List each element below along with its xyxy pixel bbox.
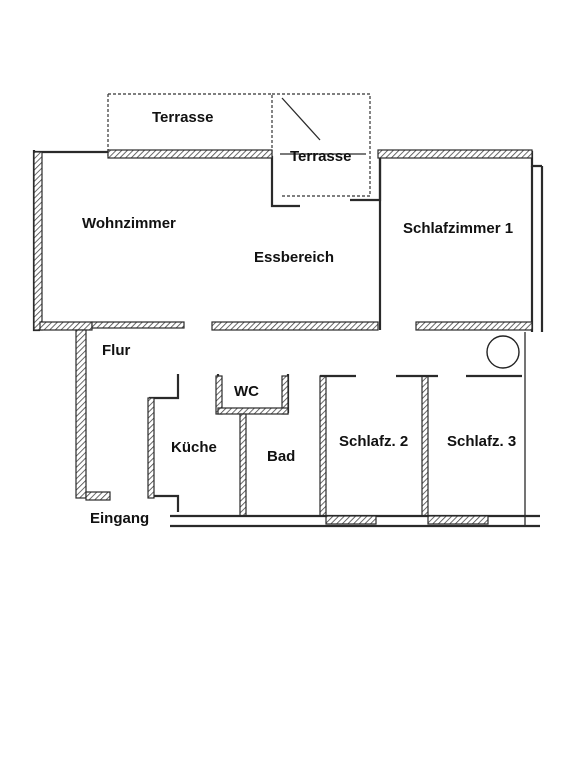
bedroom2-left-wall (319, 375, 327, 517)
right-wall (530, 166, 544, 332)
top-wall-hatch-right (377, 149, 533, 159)
bottom-wall-hatch-1 (325, 515, 377, 525)
corridor-wall-4 (415, 321, 533, 331)
label-eingang: Eingang (90, 510, 149, 527)
bottom-wall-hatch-2 (427, 515, 489, 525)
label-bad: Bad (267, 448, 295, 465)
corridor-wall-3 (211, 321, 379, 331)
corridor-wall-1 (39, 321, 93, 331)
entrance-wall (85, 491, 111, 501)
label-wc: WC (234, 383, 259, 400)
label-schlafz3: Schlafz. 3 (447, 433, 516, 450)
top-wall-hatch (107, 149, 273, 159)
left-wall-hatch (33, 151, 43, 331)
top-wall (34, 150, 542, 208)
corridor-wall-2 (91, 321, 185, 329)
terrace-left-outline (107, 93, 273, 156)
terrace-right-outline (272, 93, 371, 197)
label-schlafzimmer1: Schlafzimmer 1 (403, 220, 513, 237)
bath-left-wall (239, 413, 247, 517)
label-schlafz2: Schlafz. 2 (339, 433, 408, 450)
label-flur: Flur (102, 342, 130, 359)
kitchen-left-wall (147, 397, 155, 499)
bedroom3-left-wall (421, 375, 429, 517)
label-terrasse-left: Terrasse (152, 109, 213, 126)
label-essbereich: Essbereich (254, 249, 334, 266)
wc-bottom-hatch (217, 407, 289, 415)
corridor-left-wall (75, 329, 87, 499)
label-terrasse-right: Terrasse (290, 148, 351, 165)
terrace-door-swing (281, 97, 321, 141)
label-kueche: Küche (171, 439, 217, 456)
label-wohnzimmer: Wohnzimmer (82, 215, 176, 232)
round-fixture-icon (486, 335, 520, 369)
